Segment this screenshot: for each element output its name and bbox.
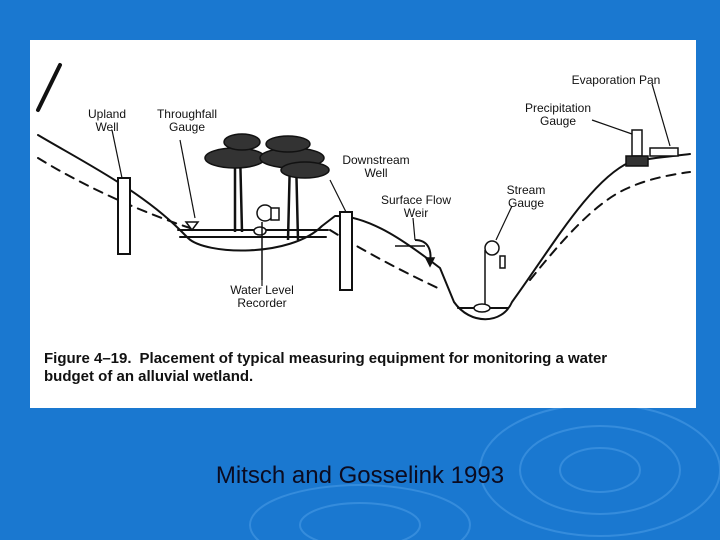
evaporation-pan-icon bbox=[649, 147, 679, 157]
weir-icon bbox=[395, 239, 436, 268]
precipitation-gauge-icon bbox=[625, 129, 649, 167]
figure-number: Figure 4–19. bbox=[44, 350, 132, 367]
caption-line-1: Placement of typical measuring equipment… bbox=[139, 350, 608, 367]
wetland-diagram bbox=[36, 63, 691, 321]
ground-surface bbox=[37, 134, 691, 321]
corner-mark bbox=[36, 63, 62, 112]
upland-well-icon bbox=[117, 177, 131, 255]
trees-icon bbox=[204, 133, 330, 241]
downstream-well-icon bbox=[339, 211, 353, 291]
water-level-recorder-icon bbox=[253, 204, 280, 280]
figure-caption: Figure 4–19. Placement of typical measuri… bbox=[44, 350, 684, 386]
caption-line-2: budget of an alluvial wetland. bbox=[44, 368, 254, 385]
throughfall-gauge-icon bbox=[184, 221, 200, 232]
label-evaporation-pan: Evaporation Pan bbox=[571, 73, 661, 87]
stream-gauge-icon bbox=[473, 240, 506, 313]
wetland-pool bbox=[177, 229, 329, 238]
source-credit: Mitsch and Gosselink 1993 bbox=[215, 462, 505, 489]
